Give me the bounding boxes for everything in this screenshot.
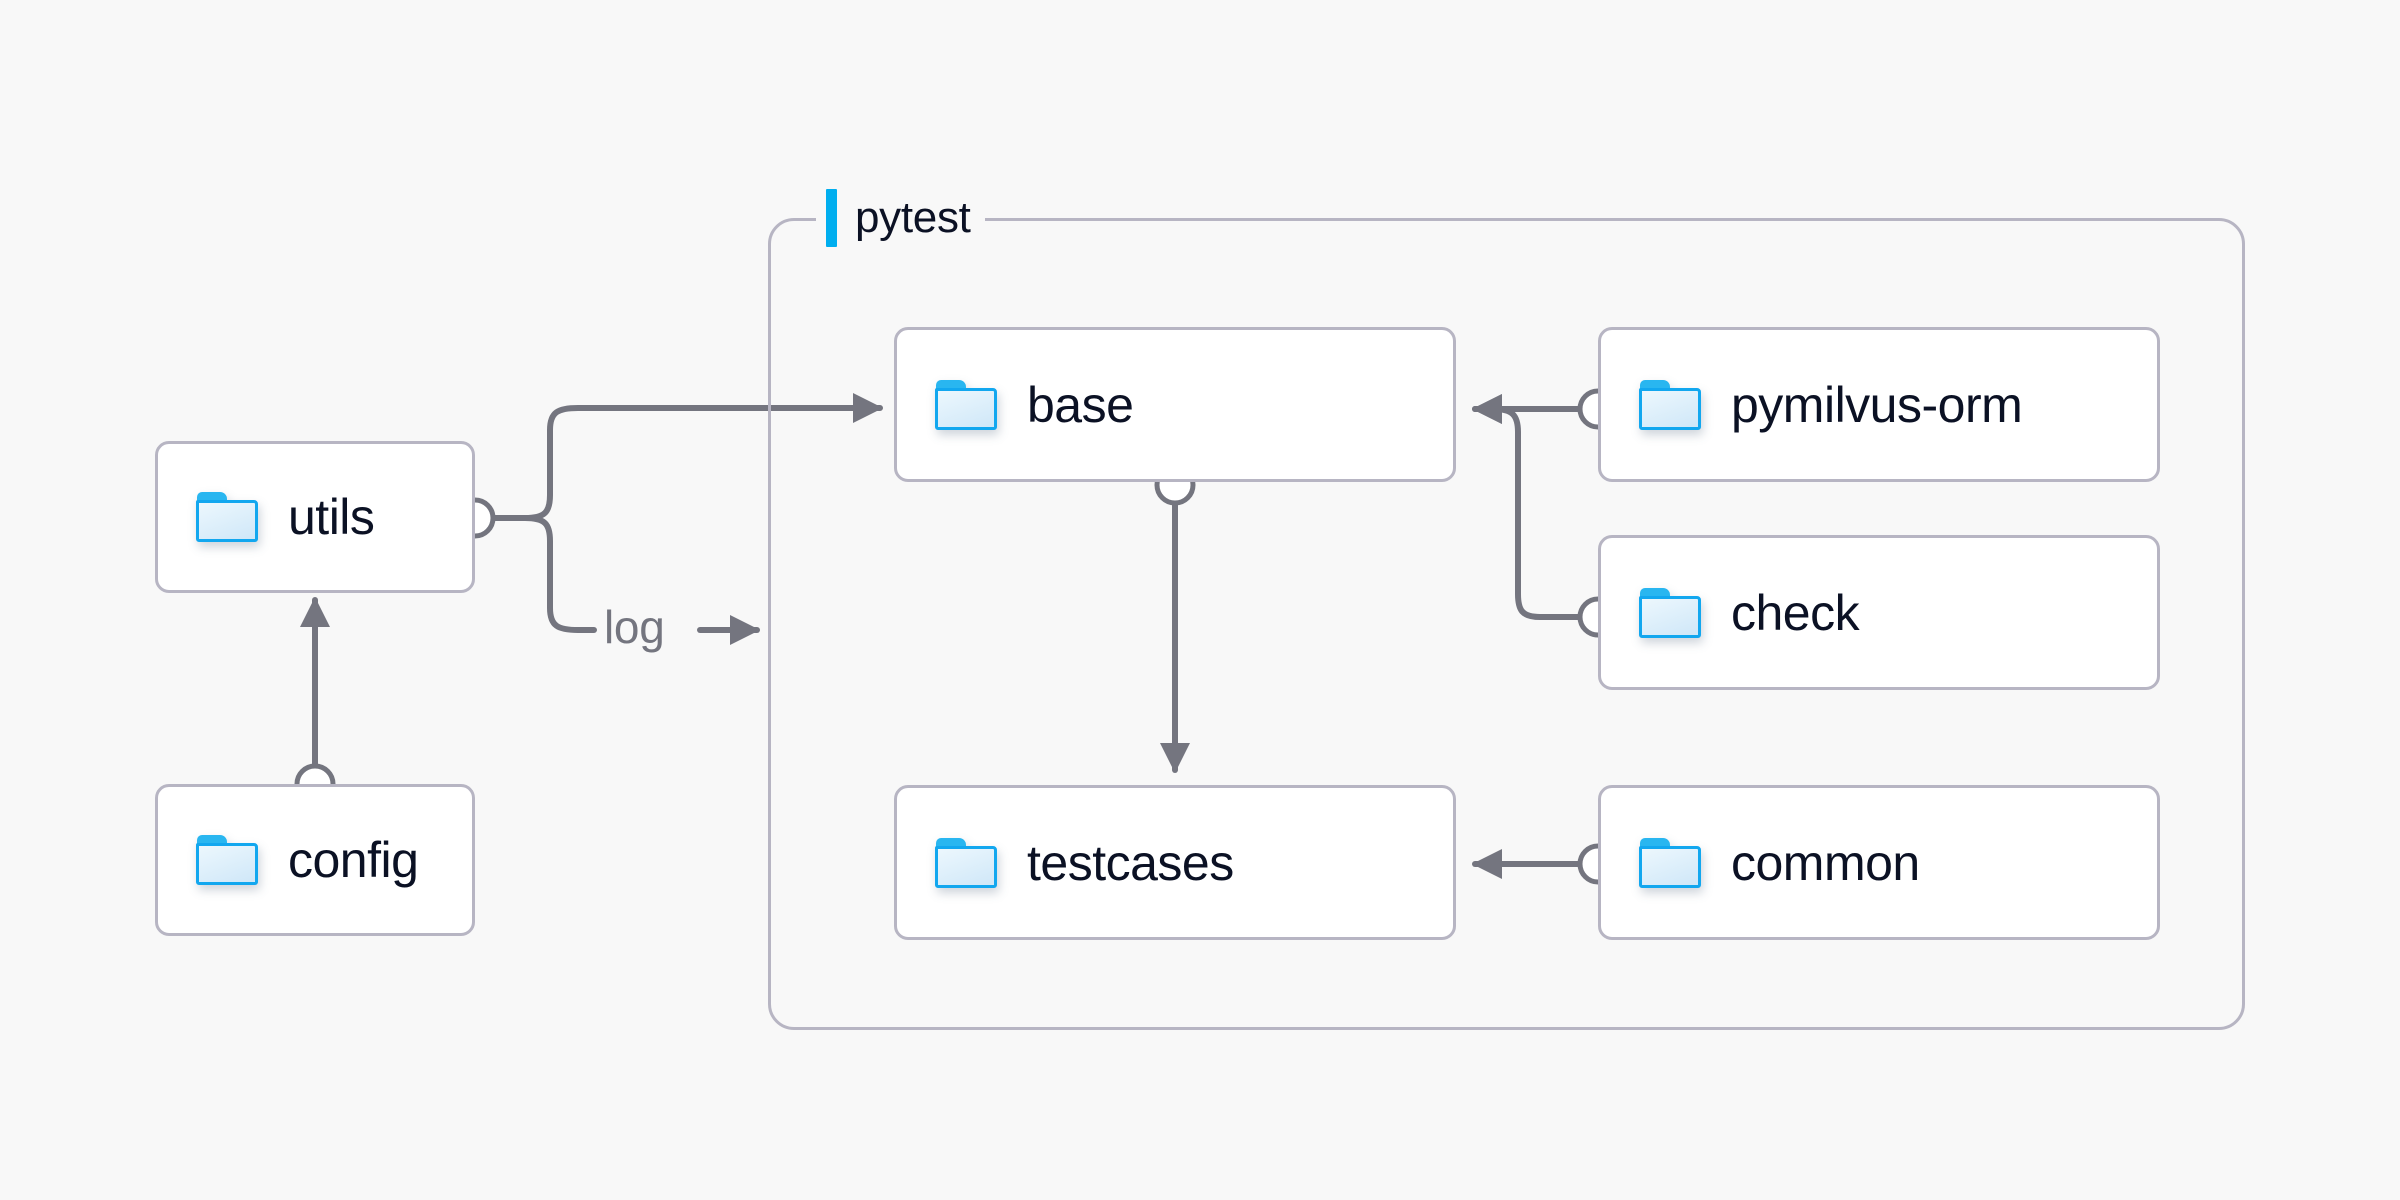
group-title-text: pytest xyxy=(855,193,971,242)
node-label-pymilvus-orm: pymilvus-orm xyxy=(1731,376,2023,433)
node-label-check: check xyxy=(1731,584,1860,641)
edge-utils-to-log xyxy=(522,515,597,633)
accent-bar-icon xyxy=(826,189,837,247)
node-pymilvus-orm[interactable]: pymilvus-orm xyxy=(1598,327,2160,482)
node-testcases[interactable]: testcases xyxy=(894,785,1456,940)
folder-icon xyxy=(935,379,997,430)
folder-icon xyxy=(196,835,258,885)
node-config[interactable]: config xyxy=(155,784,475,936)
folder-icon xyxy=(1639,837,1701,888)
node-label-testcases: testcases xyxy=(1027,834,1234,891)
folder-icon xyxy=(196,492,258,542)
node-base[interactable]: base xyxy=(894,327,1456,482)
node-label-base: base xyxy=(1027,376,1134,433)
group-label-pytest: pytest xyxy=(816,189,985,247)
edge-label-log: log xyxy=(604,601,665,653)
folder-icon xyxy=(935,837,997,888)
folder-icon xyxy=(1639,379,1701,430)
node-utils[interactable]: utils xyxy=(155,441,475,593)
node-label-config: config xyxy=(288,832,419,888)
node-check[interactable]: check xyxy=(1598,535,2160,690)
node-label-common: common xyxy=(1731,834,1920,891)
node-common[interactable]: common xyxy=(1598,785,2160,940)
group-container-pytest xyxy=(768,218,2245,1030)
node-label-utils: utils xyxy=(288,489,375,545)
folder-icon xyxy=(1639,587,1701,638)
